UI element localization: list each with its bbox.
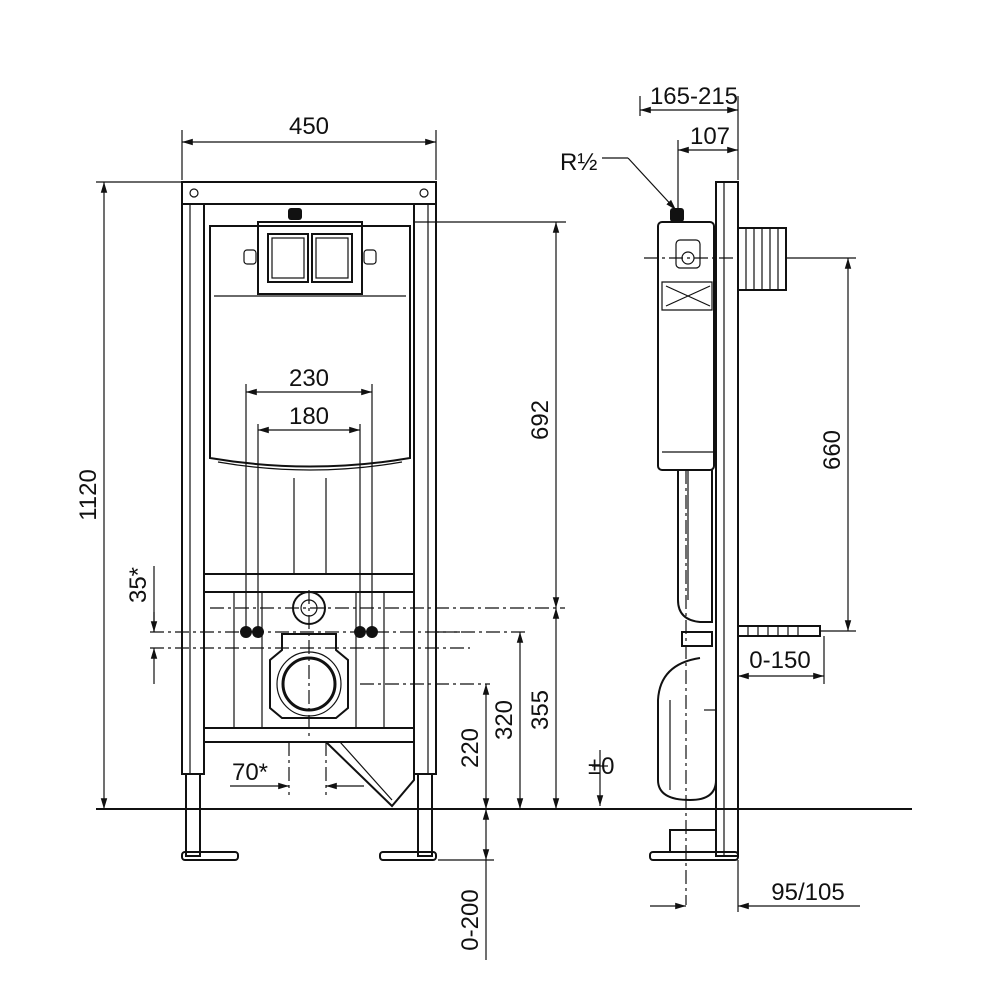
dim-depth-165-215: 165-215 (650, 83, 738, 110)
side-frame-post (715, 181, 739, 857)
frame-left-leg (185, 773, 201, 857)
dim-height-1120: 1120 (75, 469, 102, 521)
dim-height-692: 692 (527, 400, 554, 440)
left-foot-plate (181, 851, 239, 861)
dim-spacing-230: 230 (289, 365, 329, 392)
dim-width-450: 450 (289, 113, 329, 140)
front-dimensions: 450 1120 230 180 692 355 320 220 0-200 (75, 113, 566, 960)
cistern-side (657, 221, 715, 471)
frame-left-post (181, 203, 205, 775)
label-thread-r-half: R½ (560, 149, 597, 176)
dim-height-660: 660 (819, 430, 846, 470)
dim-bolt-0-150: 0-150 (749, 647, 810, 674)
side-mounting-bolt (737, 625, 821, 637)
label-level-0: ±0 (588, 753, 615, 780)
dim-height-355: 355 (527, 690, 554, 730)
side-inlet-valve (670, 208, 684, 222)
support-wedge (323, 741, 415, 808)
side-drain-bend (657, 657, 717, 802)
dim-depth-107: 107 (690, 123, 730, 150)
dim-floor-95-105: 95/105 (771, 879, 844, 906)
frame-right-post (413, 203, 437, 775)
cistern-body (209, 225, 411, 468)
front-view (150, 181, 565, 861)
flush-plate-frame (257, 221, 363, 295)
dim-height-220: 220 (457, 728, 484, 768)
lower-cross-rail (203, 573, 415, 593)
inlet-valve (288, 208, 302, 220)
dim-offset-35: 35* (125, 567, 152, 603)
frame-top-rail (181, 181, 437, 205)
side-dimensions: 165-215 107 R½ 660 0-150 95/105 ±0 (560, 83, 860, 912)
frame-right-leg (417, 773, 433, 857)
flush-button-right (311, 233, 353, 283)
dim-height-320: 320 (491, 700, 518, 740)
flush-button-left (267, 233, 309, 283)
dim-offset-70: 70* (232, 759, 268, 786)
dim-leg-0-200: 0-200 (457, 889, 484, 950)
drain-bend-housing (269, 633, 349, 719)
side-view (644, 181, 821, 905)
right-foot-plate (379, 851, 437, 861)
dim-spacing-180: 180 (289, 403, 329, 430)
flush-pipe (677, 470, 713, 623)
